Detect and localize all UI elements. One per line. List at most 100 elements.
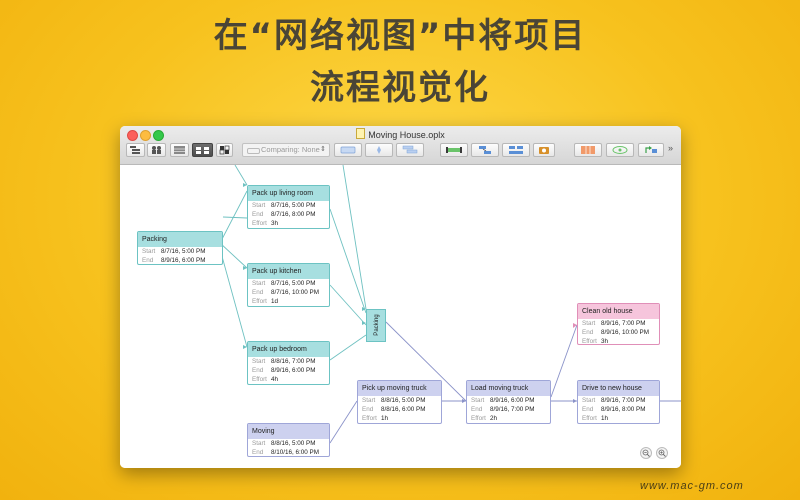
start-value: 8/7/16, 5:00 PM (271, 202, 316, 209)
split-icon (509, 146, 523, 154)
inspector-button[interactable] (574, 143, 602, 157)
start-value: 8/8/16, 5:00 PM (271, 440, 316, 447)
app-window: Moving House.oplx Comparing: None ⇕ (120, 126, 681, 468)
start-label: Start (252, 280, 266, 287)
network-canvas[interactable]: Packing Start 8/7/16, 5:00 PM End 8/9/16, … (120, 165, 681, 468)
add-task-button[interactable] (334, 143, 362, 157)
start-value: 8/7/16, 5:00 PM (161, 248, 206, 255)
publish-button[interactable] (638, 143, 664, 157)
end-label: End (582, 406, 594, 413)
toolbar-overflow-icon[interactable]: » (668, 143, 674, 153)
end-label: End (471, 406, 483, 413)
add-milestone-button[interactable] (365, 143, 393, 157)
zoom-in-icon (658, 449, 666, 457)
end-value: 8/10/16, 6:00 PM (271, 449, 319, 456)
task-title: Pack up bedroom (248, 342, 329, 357)
task-title: Pack up kitchen (248, 264, 329, 279)
end-value: 8/9/16, 8:00 PM (601, 406, 646, 413)
effort-value: 2h (490, 415, 498, 422)
start-label: Start (252, 440, 266, 447)
effort-value: 4h (271, 376, 279, 383)
start-label: Start (362, 397, 376, 404)
start-label: Start (252, 202, 266, 209)
effort-label: Effort (471, 415, 486, 422)
close-window-button[interactable] (127, 130, 138, 141)
start-value: 8/8/16, 5:00 PM (381, 397, 426, 404)
milestone-icon (377, 146, 381, 154)
effort-value: 3h (271, 220, 279, 227)
end-label: End (252, 289, 264, 296)
end-label: End (362, 406, 374, 413)
comparing-select[interactable]: Comparing: None ⇕ (242, 143, 330, 157)
effort-value: 1d (271, 298, 279, 305)
zoom-in-button[interactable] (656, 447, 668, 459)
end-value: 8/9/16, 6:00 PM (161, 257, 206, 264)
end-value: 8/7/16, 10:00 PM (271, 289, 319, 296)
task-node-packing[interactable]: Packing Start 8/7/16, 5:00 PM End 8/9/16, … (137, 231, 223, 265)
camera-icon (539, 147, 549, 154)
level-resources-button[interactable] (440, 143, 468, 157)
start-value: 8/9/16, 7:00 PM (601, 397, 646, 404)
start-label: Start (582, 320, 596, 327)
effort-label: Effort (582, 338, 597, 345)
milestone-packing[interactable]: Packing (366, 309, 386, 342)
outline-view-button[interactable] (126, 143, 145, 157)
calendar-view-button[interactable] (170, 143, 189, 157)
start-label: Start (142, 248, 156, 255)
styles-view-button[interactable] (216, 143, 233, 157)
outline-view-icon (130, 146, 140, 154)
task-node-moving[interactable]: Moving Start 8/8/16, 5:00 PM End 8/10/16, … (247, 423, 330, 457)
zoom-out-button[interactable] (640, 447, 652, 459)
end-label: End (252, 367, 264, 374)
comparing-select-label: Comparing: None (261, 145, 320, 154)
effort-label: Effort (582, 415, 597, 422)
dependency-lines (219, 165, 681, 444)
people-icon (152, 146, 161, 154)
end-label: End (252, 449, 264, 456)
window-title: Moving House.oplx (120, 128, 681, 140)
title-bar: Moving House.oplx Comparing: None ⇕ (120, 126, 681, 165)
publish-icon (645, 146, 657, 153)
effort-value: 1h (381, 415, 389, 422)
start-label: Start (471, 397, 485, 404)
network-view-button[interactable] (192, 143, 213, 157)
task-title: Moving (248, 424, 329, 439)
effort-label: Effort (252, 376, 267, 383)
end-value: 8/9/16, 10:00 PM (601, 329, 649, 336)
milestone-label: Packing (374, 314, 380, 336)
network-view-icon (196, 147, 209, 154)
snapshot-button[interactable] (533, 143, 555, 157)
start-label: Start (252, 358, 266, 365)
minimize-window-button[interactable] (140, 130, 151, 141)
connect-tasks-button[interactable] (471, 143, 499, 157)
split-task-button[interactable] (502, 143, 530, 157)
add-group-button[interactable] (396, 143, 424, 157)
share-button[interactable] (606, 143, 634, 157)
end-value: 8/8/16, 6:00 PM (381, 406, 426, 413)
end-label: End (252, 211, 264, 218)
baseline-icon (247, 148, 260, 154)
end-label: End (142, 257, 154, 264)
add-task-icon (340, 146, 356, 154)
styles-icon (219, 145, 230, 155)
document-icon (356, 128, 366, 139)
end-label: End (582, 329, 594, 336)
connect-icon (479, 146, 491, 154)
resource-view-button[interactable] (147, 143, 166, 157)
end-value: 8/9/16, 6:00 PM (271, 367, 316, 374)
effort-value: 3h (601, 338, 609, 345)
start-value: 8/9/16, 6:00 PM (490, 397, 535, 404)
effort-label: Effort (252, 220, 267, 227)
zoom-window-button[interactable] (153, 130, 164, 141)
task-title: Packing (138, 232, 222, 247)
task-title: Drive to new house (578, 381, 659, 396)
watermark: www.mac-gm.com (640, 480, 744, 492)
effort-label: Effort (362, 415, 377, 422)
